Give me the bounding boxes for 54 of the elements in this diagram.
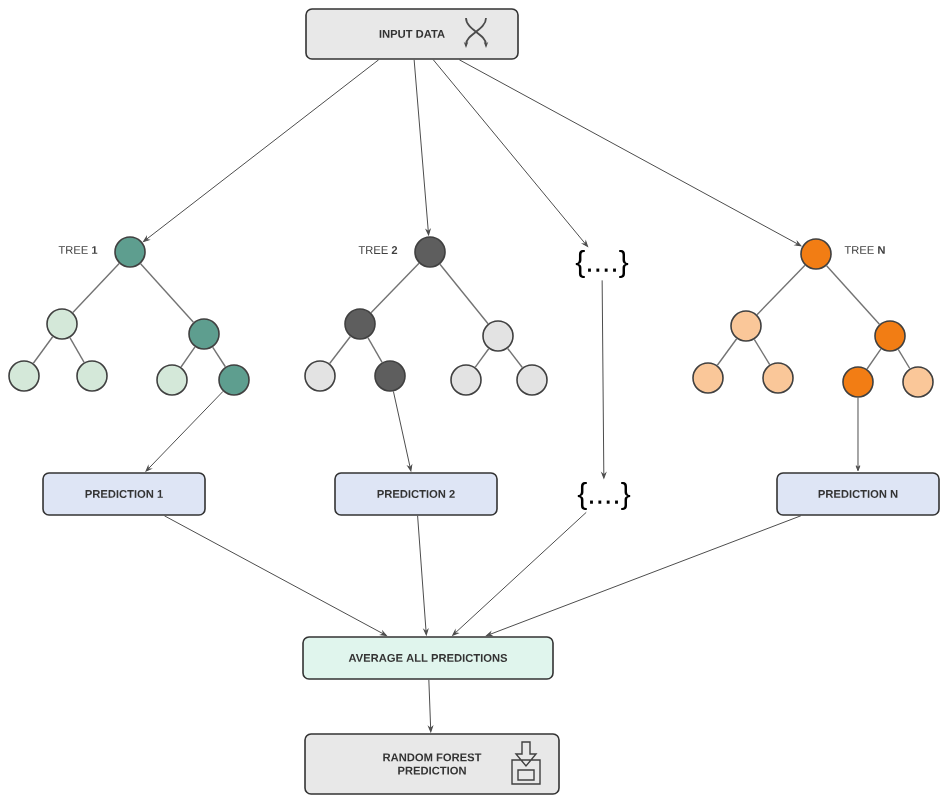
arrow [163, 515, 387, 636]
tree-node-circle [800, 238, 832, 270]
arrow [486, 515, 802, 637]
tree-node-circle [762, 362, 794, 394]
tree-node-circle [156, 364, 188, 396]
tree-node-circle [842, 366, 874, 398]
tree-branch [716, 338, 738, 366]
tree-node-circle [218, 364, 250, 396]
tree-node-circle [902, 366, 934, 398]
tree-branch [825, 265, 881, 325]
tree-node-circle [482, 320, 514, 352]
tree-branch [211, 346, 227, 368]
tree-branch [180, 346, 196, 368]
arrow [601, 279, 607, 479]
ellipsis-braces: {....} [575, 250, 629, 278]
tree-node-circle [188, 318, 220, 350]
tree-branch [439, 263, 489, 325]
tree-branch [756, 264, 806, 316]
tree-node-circle [114, 236, 146, 268]
tree-node-circle [730, 310, 762, 342]
tree-branch [506, 347, 524, 369]
arrow [413, 59, 431, 236]
tree-node-circle [450, 364, 482, 396]
arrow [392, 390, 413, 472]
tree-node-circle [374, 360, 406, 392]
tree-node-circle [874, 320, 906, 352]
tree-node-circle [304, 360, 336, 392]
tree-node-circle [516, 364, 548, 396]
ellipsis-braces: {....} [577, 482, 631, 510]
tree-node-circle [344, 308, 376, 340]
tree-branch [367, 336, 383, 363]
tree-node-circle [414, 236, 446, 268]
tree-branch [866, 348, 882, 370]
arrow [458, 59, 802, 247]
tree-branch [72, 262, 120, 314]
arrow [143, 59, 380, 242]
arrow [432, 59, 589, 247]
tree-branch [69, 336, 85, 363]
tree-branch [139, 263, 195, 323]
tree-branch [897, 348, 911, 370]
tree-branch [328, 335, 352, 365]
arrow [452, 511, 587, 636]
tree-node-circle [76, 360, 108, 392]
arrow [417, 515, 429, 636]
tree-node-circle [8, 360, 40, 392]
arrow [855, 397, 861, 472]
tree-branch [753, 338, 771, 366]
arrow [145, 390, 224, 472]
arrow [428, 679, 433, 733]
tree-node-circle [692, 362, 724, 394]
tree-branch [474, 348, 490, 368]
tree-branch [370, 262, 420, 314]
tree-branch [32, 336, 54, 364]
tree-node-circle [46, 308, 78, 340]
